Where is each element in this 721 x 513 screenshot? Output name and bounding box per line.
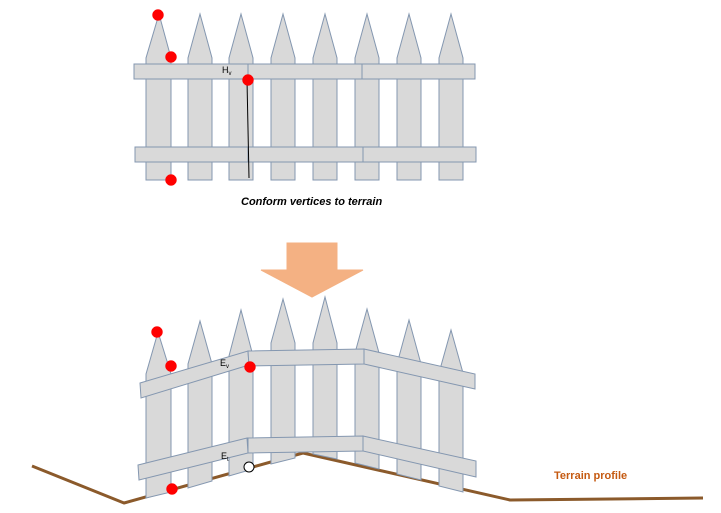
vertex-marker [165,174,177,186]
vertex-marker [165,51,177,63]
lower-rail [134,146,249,163]
upper-rail [361,63,476,80]
lower-rail [362,435,477,478]
vertex-marker [152,9,164,21]
lower-rail [362,146,477,163]
bottom-fence: Ev Et [137,295,477,499]
upper-rail [363,348,476,390]
top-fence: Hv [133,9,477,186]
bottom-fence-rails [137,348,477,481]
vertex-marker [242,74,254,86]
upper-edge-label-sub: v [226,364,229,370]
lower-edge-label-sub: t [227,457,229,463]
lower-rail [247,435,364,454]
vertex-marker [165,360,177,372]
upper-edge-label-main: E [220,358,226,368]
lower-rail [247,146,364,163]
terrain-profile-line [31,451,704,505]
upper-edge-label: Ev [220,358,229,370]
height-label-main: H [222,65,229,75]
picket [187,319,213,489]
upper-rail [247,63,363,80]
vertex-marker [244,361,256,373]
lower-edge-label-main: E [221,451,227,461]
top-fence-rails [133,63,477,163]
height-label: Hv [222,65,232,77]
picket [312,295,338,460]
vertex-marker [151,326,163,338]
height-label-sub: v [229,71,232,77]
terrain-vertex-marker [243,461,255,473]
terrain-label: Terrain profile [554,470,627,482]
vertex-marker [166,483,178,495]
down-arrow [260,242,364,298]
caption: Conform vertices to terrain [241,196,382,208]
lower-edge-label: Et [221,451,229,463]
upper-rail [247,348,365,367]
bottom-fence-pickets [145,295,464,499]
height-line [246,79,250,179]
